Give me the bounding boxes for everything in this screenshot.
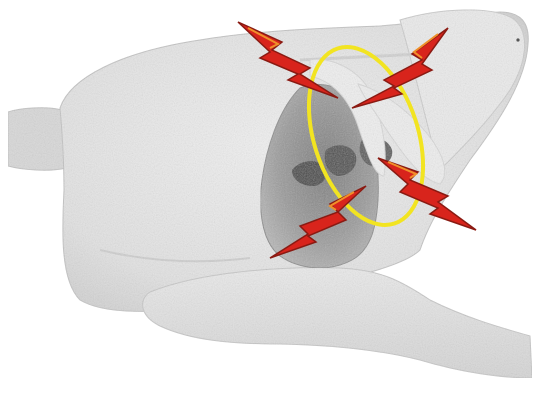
arm	[143, 268, 532, 378]
neck	[8, 108, 66, 170]
speck	[516, 38, 519, 41]
